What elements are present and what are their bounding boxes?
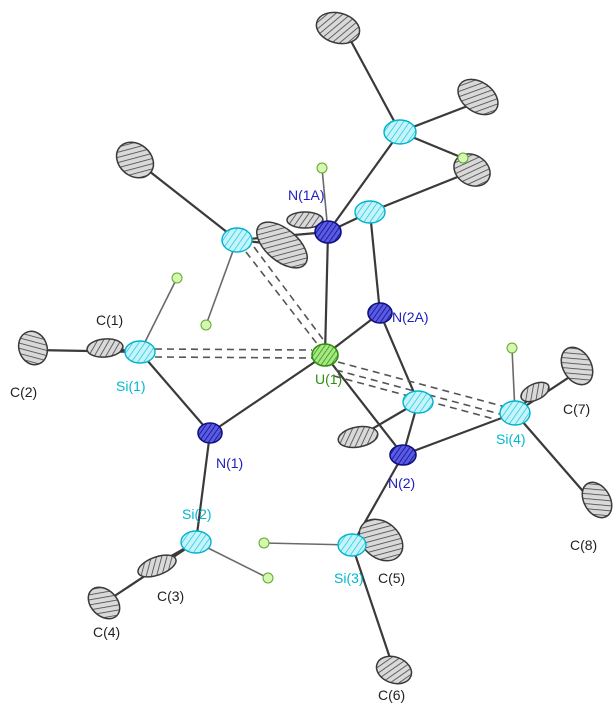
atom-n2a — [367, 302, 393, 324]
bond-si3-c6 — [350, 543, 396, 672]
label-c8: C(8) — [570, 537, 597, 553]
atom-h-top — [457, 152, 469, 164]
atom-si3 — [337, 533, 367, 557]
bond-n2a-si-mid — [378, 311, 420, 404]
atoms — [17, 11, 613, 685]
atom-c-center-small — [286, 211, 324, 229]
label-n2a: N(2A) — [392, 309, 429, 325]
bond-u1-n1a — [323, 230, 330, 357]
bond-si1-h — [139, 277, 178, 353]
dash-u1-si4-a — [337, 361, 503, 407]
dash-u1-si1-b — [154, 356, 313, 359]
atom-c1 — [86, 338, 124, 358]
atom-si1 — [124, 340, 156, 364]
atom-c6 — [375, 655, 413, 685]
bond-siur-c — [368, 170, 472, 214]
label-n2: N(2) — [388, 475, 415, 491]
atom-c7 — [560, 346, 594, 386]
atom-c2 — [17, 330, 49, 366]
atom-n1 — [197, 422, 223, 444]
dash-u1-siul-b — [253, 246, 326, 343]
bond-n1-si2 — [194, 431, 212, 544]
label-si2: Si(2) — [182, 506, 212, 522]
bond-siul-c-left — [133, 158, 239, 242]
label-c6: C(6) — [378, 687, 405, 703]
atom-c8 — [581, 481, 613, 519]
atom-c-mid-lower — [337, 425, 379, 449]
atom-si-mid — [402, 390, 434, 414]
bond-u1-n2 — [323, 353, 405, 457]
label-c5: C(5) — [378, 570, 405, 586]
bond-n2a-si-upper — [368, 210, 382, 315]
atom-si2 — [180, 530, 212, 554]
bond-n1a-top-si — [326, 130, 402, 234]
atom-c4 — [87, 586, 121, 620]
atom-h-n1a — [316, 162, 328, 174]
dash-u1-siul-a — [245, 251, 319, 346]
atom-c5 — [358, 518, 404, 562]
hydrogen-atoms — [171, 152, 518, 584]
atom-c-center-big — [256, 221, 308, 269]
atom-c-top-right — [457, 78, 499, 116]
atom-n1a — [314, 220, 342, 244]
atom-h-siul — [200, 319, 212, 331]
label-si3: Si(3) — [334, 570, 364, 586]
bond-si4-c8 — [513, 411, 597, 507]
atom-h-si4 — [506, 342, 518, 354]
label-c3: C(3) — [157, 588, 184, 604]
silicon-atoms — [124, 119, 531, 557]
dash-u1-si1-a — [154, 348, 313, 351]
atom-n2 — [389, 444, 417, 466]
atom-labels: N(1A) N(2A) U(1) N(1) N(2) Si(1) Si(2) S… — [10, 187, 597, 703]
dashed-interactions — [154, 246, 503, 421]
label-c7: C(7) — [563, 401, 590, 417]
atom-u1 — [311, 343, 339, 367]
bond-n1-si1 — [138, 350, 212, 435]
nitrogen-atoms — [197, 220, 417, 466]
bond-siul-h — [205, 239, 238, 326]
atom-h-si1 — [171, 272, 183, 284]
atom-h-si3 — [258, 537, 270, 549]
label-si4: Si(4) — [496, 431, 526, 447]
atom-si-upper-right — [354, 200, 386, 224]
label-c2: C(2) — [10, 384, 37, 400]
carbon-atoms — [17, 11, 613, 685]
label-n1: N(1) — [216, 455, 243, 471]
label-c4: C(4) — [93, 624, 120, 640]
label-c1: C(1) — [96, 312, 123, 328]
atom-h-si2 — [262, 572, 274, 584]
atom-c-top — [315, 11, 361, 45]
atom-c-upper-left — [115, 141, 155, 179]
bond-sitop-c-upper — [343, 28, 402, 134]
atom-si-top — [383, 119, 417, 145]
bond-u1-n1 — [208, 353, 327, 435]
label-n1a: N(1A) — [288, 187, 325, 203]
atom-c7b — [520, 381, 550, 403]
atom-si-upper-left — [221, 227, 253, 253]
atom-c3 — [137, 554, 177, 578]
atom-si4 — [499, 400, 531, 426]
label-u1: U(1) — [315, 371, 342, 387]
label-si1: Si(1) — [116, 378, 146, 394]
